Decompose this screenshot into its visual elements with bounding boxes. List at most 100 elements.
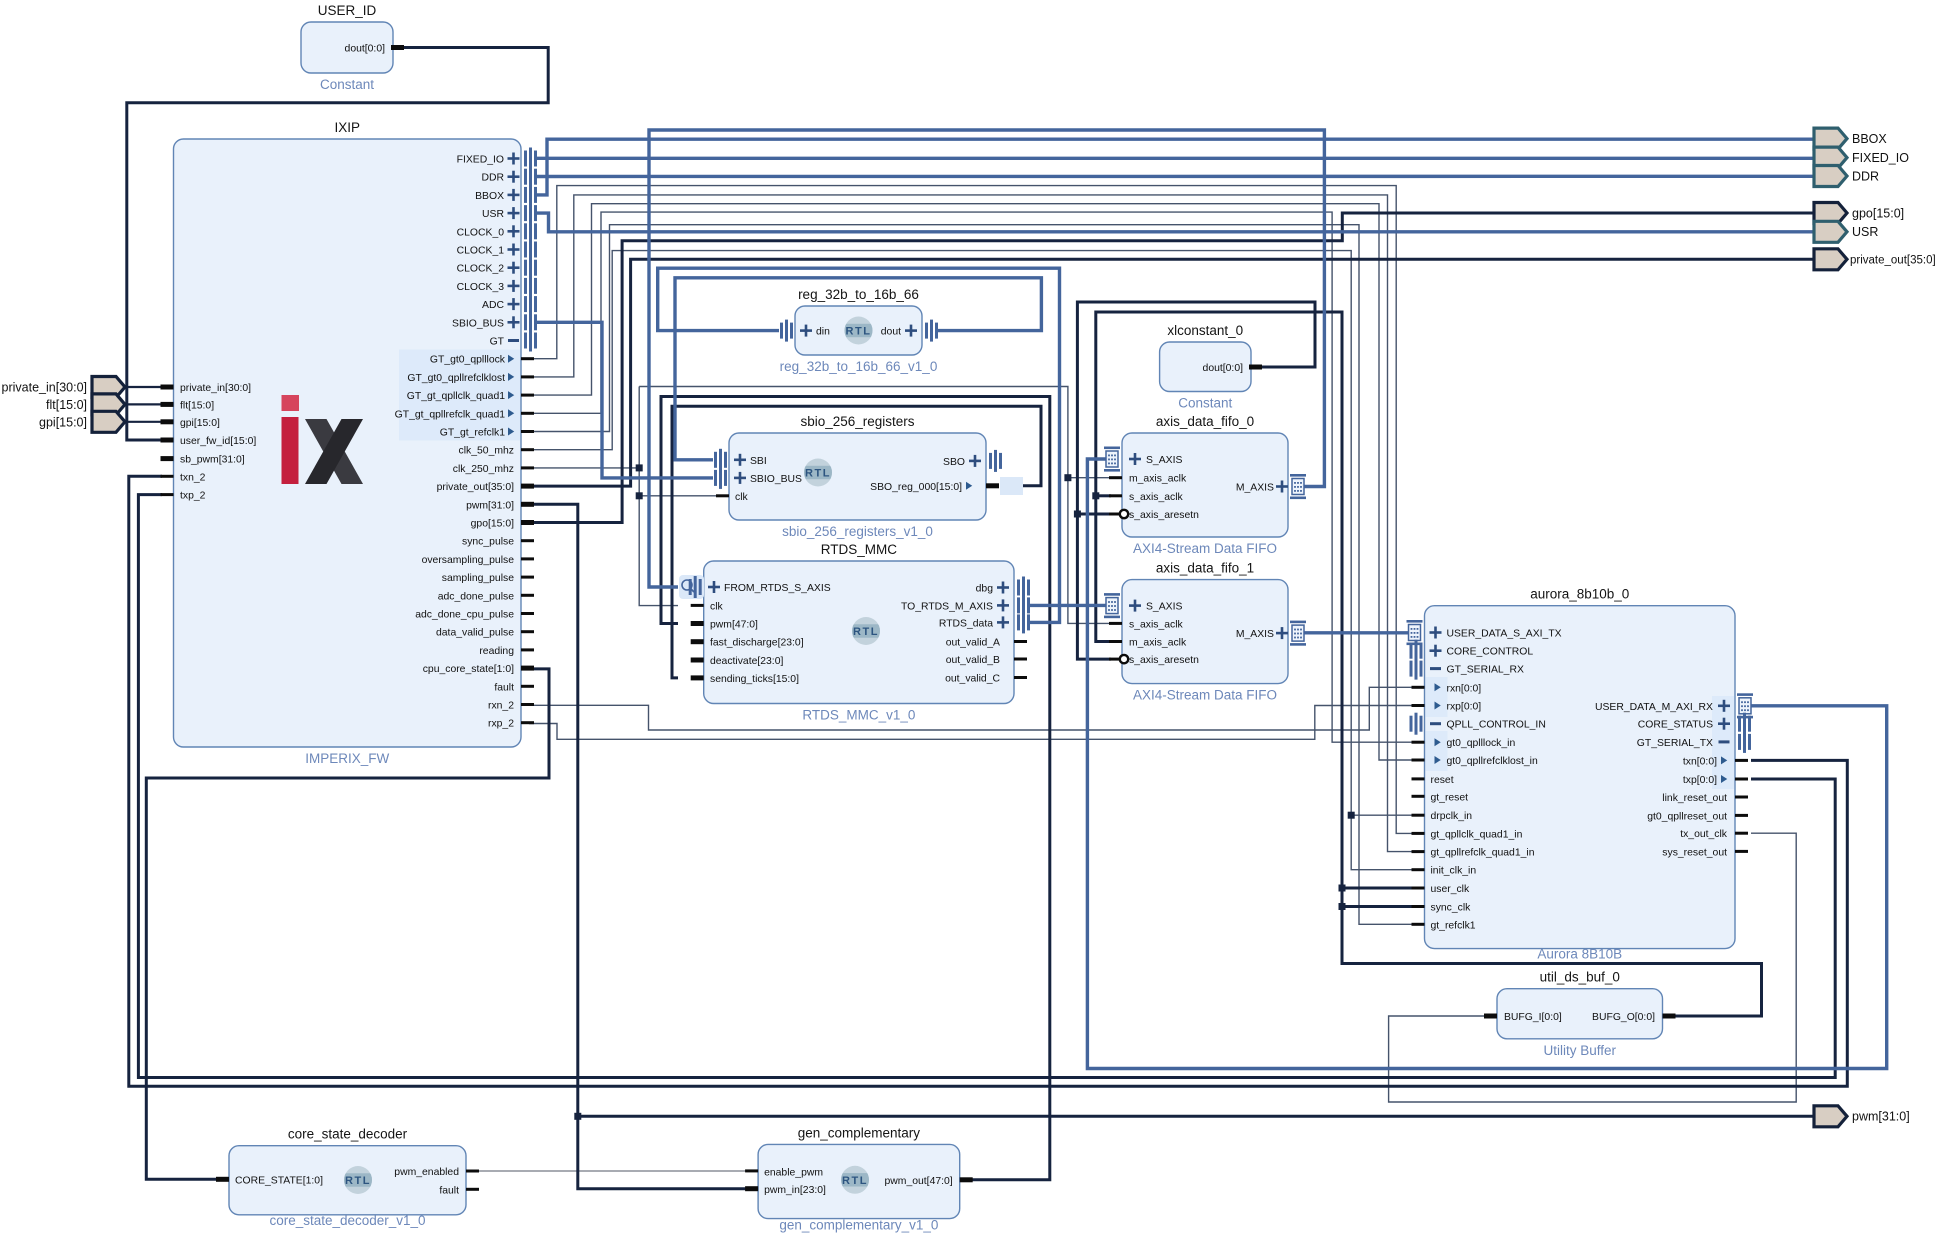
svg-text:gt0_qpllrefclklost_in: gt0_qpllrefclklost_in xyxy=(1447,756,1538,767)
svg-text:oversampling_pulse: oversampling_pulse xyxy=(422,555,515,566)
svg-text:dout[0:0]: dout[0:0] xyxy=(1203,363,1244,374)
svg-text:txn[0:0]: txn[0:0] xyxy=(1683,756,1717,767)
svg-text:flt[15:0]: flt[15:0] xyxy=(180,400,214,411)
svg-text:gt_reset: gt_reset xyxy=(1431,792,1469,803)
svg-text:Aurora 8B10B: Aurora 8B10B xyxy=(1537,947,1622,962)
svg-text:ADC: ADC xyxy=(482,300,504,311)
svg-text:dout: dout xyxy=(881,327,901,338)
svg-text:gpo[15:0]: gpo[15:0] xyxy=(471,519,514,530)
svg-text:SBI: SBI xyxy=(750,456,767,467)
svg-text:CLOCK_0: CLOCK_0 xyxy=(457,227,505,238)
svg-text:DDR: DDR xyxy=(1852,169,1879,183)
svg-text:pwm[47:0]: pwm[47:0] xyxy=(710,620,758,631)
svg-text:RTL: RTL xyxy=(345,1175,371,1187)
svg-text:clk_250_mhz: clk_250_mhz xyxy=(453,464,514,475)
svg-text:FROM_RTDS_S_AXIS: FROM_RTDS_S_AXIS xyxy=(724,583,831,594)
svg-text:txn_2: txn_2 xyxy=(180,472,206,483)
svg-text:flt[15:0]: flt[15:0] xyxy=(46,398,87,412)
svg-text:S_AXIS: S_AXIS xyxy=(1146,455,1182,466)
svg-text:pwm[31:0]: pwm[31:0] xyxy=(1852,1110,1910,1124)
svg-text:dout[0:0]: dout[0:0] xyxy=(345,44,386,55)
svg-text:FIXED_IO: FIXED_IO xyxy=(1852,151,1909,165)
svg-text:SBIO_BUS: SBIO_BUS xyxy=(452,318,504,329)
svg-text:gpi[15:0]: gpi[15:0] xyxy=(39,415,87,429)
svg-text:out_valid_A: out_valid_A xyxy=(946,638,1000,649)
svg-text:rxn[0:0]: rxn[0:0] xyxy=(1447,683,1482,694)
svg-text:gt_qpllrefclk_quad1_in: gt_qpllrefclk_quad1_in xyxy=(1431,848,1535,859)
svg-text:gt0_qplllock_in: gt0_qplllock_in xyxy=(1447,738,1516,749)
svg-text:GT_gt_qpllclk_quad1: GT_gt_qpllclk_quad1 xyxy=(407,391,505,402)
svg-text:xlconstant_0: xlconstant_0 xyxy=(1167,323,1243,338)
svg-text:RTL: RTL xyxy=(846,326,872,338)
svg-text:s_axis_aclk: s_axis_aclk xyxy=(1129,619,1184,630)
svg-text:RTL: RTL xyxy=(853,626,879,638)
svg-text:reg_32b_to_16b_66_v1_0: reg_32b_to_16b_66_v1_0 xyxy=(780,359,938,374)
svg-text:sync_clk: sync_clk xyxy=(1431,903,1472,914)
svg-text:pwm[31:0]: pwm[31:0] xyxy=(466,500,514,511)
svg-text:data_valid_pulse: data_valid_pulse xyxy=(436,628,514,639)
svg-text:private_out[35:0]: private_out[35:0] xyxy=(437,482,515,493)
svg-text:clk_50_mhz: clk_50_mhz xyxy=(459,446,514,457)
svg-text:M_AXIS: M_AXIS xyxy=(1236,629,1274,640)
svg-text:fast_discharge[23:0]: fast_discharge[23:0] xyxy=(710,638,804,649)
svg-text:RTDS_MMC_v1_0: RTDS_MMC_v1_0 xyxy=(802,708,915,723)
svg-text:adc_done_cpu_pulse: adc_done_cpu_pulse xyxy=(415,610,514,621)
svg-text:FIXED_IO: FIXED_IO xyxy=(457,155,504,166)
svg-text:core_state_decoder_v1_0: core_state_decoder_v1_0 xyxy=(269,1213,425,1228)
svg-text:deactivate[23:0]: deactivate[23:0] xyxy=(710,656,783,667)
svg-text:m_axis_aclk: m_axis_aclk xyxy=(1129,638,1187,649)
svg-text:gt_qpllclk_quad1_in: gt_qpllclk_quad1_in xyxy=(1431,829,1523,840)
svg-text:sb_pwm[31:0]: sb_pwm[31:0] xyxy=(180,455,245,466)
svg-text:Constant: Constant xyxy=(320,77,374,92)
svg-text:sbio_256_registers_v1_0: sbio_256_registers_v1_0 xyxy=(782,524,933,539)
svg-text:reg_32b_to_16b_66: reg_32b_to_16b_66 xyxy=(798,287,919,302)
svg-text:aurora_8b10b_0: aurora_8b10b_0 xyxy=(1530,587,1629,602)
svg-text:GT: GT xyxy=(490,337,505,348)
svg-text:gt0_qpllreset_out: gt0_qpllreset_out xyxy=(1647,811,1727,822)
svg-text:BUFG_O[0:0]: BUFG_O[0:0] xyxy=(1592,1012,1655,1023)
svg-text:reset: reset xyxy=(1431,775,1454,786)
svg-text:GT_SERIAL_TX: GT_SERIAL_TX xyxy=(1637,738,1713,749)
svg-text:drpclk_in: drpclk_in xyxy=(1431,811,1473,822)
svg-text:cpu_core_state[1:0]: cpu_core_state[1:0] xyxy=(423,664,514,675)
svg-text:BBOX: BBOX xyxy=(475,191,504,202)
svg-text:IXIP: IXIP xyxy=(334,120,360,135)
svg-text:Utility Buffer: Utility Buffer xyxy=(1543,1043,1616,1058)
svg-text:SBO: SBO xyxy=(943,457,965,468)
svg-text:GT_gt0_qpllrefclklost: GT_gt0_qpllrefclklost xyxy=(407,373,505,384)
svg-text:USER_DATA_S_AXI_TX: USER_DATA_S_AXI_TX xyxy=(1447,629,1562,640)
svg-text:RTL: RTL xyxy=(805,468,831,480)
svg-text:m_axis_aclk: m_axis_aclk xyxy=(1129,474,1187,485)
svg-text:RTL: RTL xyxy=(842,1175,868,1187)
svg-text:fault: fault xyxy=(439,1185,459,1196)
svg-text:GT_gt0_qplllock: GT_gt0_qplllock xyxy=(430,355,506,366)
svg-text:txp[0:0]: txp[0:0] xyxy=(1683,775,1717,786)
svg-text:RTDS_MMC: RTDS_MMC xyxy=(821,542,898,557)
svg-text:clk: clk xyxy=(710,601,724,612)
svg-text:BBOX: BBOX xyxy=(1852,132,1887,146)
svg-text:Constant: Constant xyxy=(1178,396,1232,411)
svg-text:USR: USR xyxy=(482,209,504,220)
svg-text:CORE_CONTROL: CORE_CONTROL xyxy=(1447,647,1534,658)
svg-text:CORE_STATUS: CORE_STATUS xyxy=(1638,720,1713,731)
svg-text:axis_data_fifo_1: axis_data_fifo_1 xyxy=(1156,561,1254,576)
svg-text:CLOCK_3: CLOCK_3 xyxy=(457,282,505,293)
svg-text:TO_RTDS_M_AXIS: TO_RTDS_M_AXIS xyxy=(901,601,993,612)
svg-text:AXI4-Stream Data FIFO: AXI4-Stream Data FIFO xyxy=(1133,688,1277,703)
svg-text:pwm_in[23:0]: pwm_in[23:0] xyxy=(764,1185,826,1196)
svg-text:USER_DATA_M_AXI_RX: USER_DATA_M_AXI_RX xyxy=(1595,702,1713,713)
svg-text:reading: reading xyxy=(479,646,514,657)
svg-text:sys_reset_out: sys_reset_out xyxy=(1662,847,1727,858)
svg-text:rxp_2: rxp_2 xyxy=(488,719,514,730)
svg-text:clk: clk xyxy=(735,492,749,503)
svg-text:SBIO_BUS: SBIO_BUS xyxy=(750,474,802,485)
svg-text:init_clk_in: init_clk_in xyxy=(1431,866,1477,877)
svg-text:user_clk: user_clk xyxy=(1431,884,1470,895)
svg-text:rxp[0:0]: rxp[0:0] xyxy=(1447,702,1482,713)
svg-text:user_fw_id[15:0]: user_fw_id[15:0] xyxy=(180,436,256,447)
svg-text:out_valid_C: out_valid_C xyxy=(945,674,1000,685)
svg-text:s_axis_aclk: s_axis_aclk xyxy=(1129,492,1184,503)
svg-text:pwm_enabled: pwm_enabled xyxy=(394,1167,459,1178)
svg-text:sending_ticks[15:0]: sending_ticks[15:0] xyxy=(710,674,799,685)
svg-text:USR: USR xyxy=(1852,225,1878,239)
